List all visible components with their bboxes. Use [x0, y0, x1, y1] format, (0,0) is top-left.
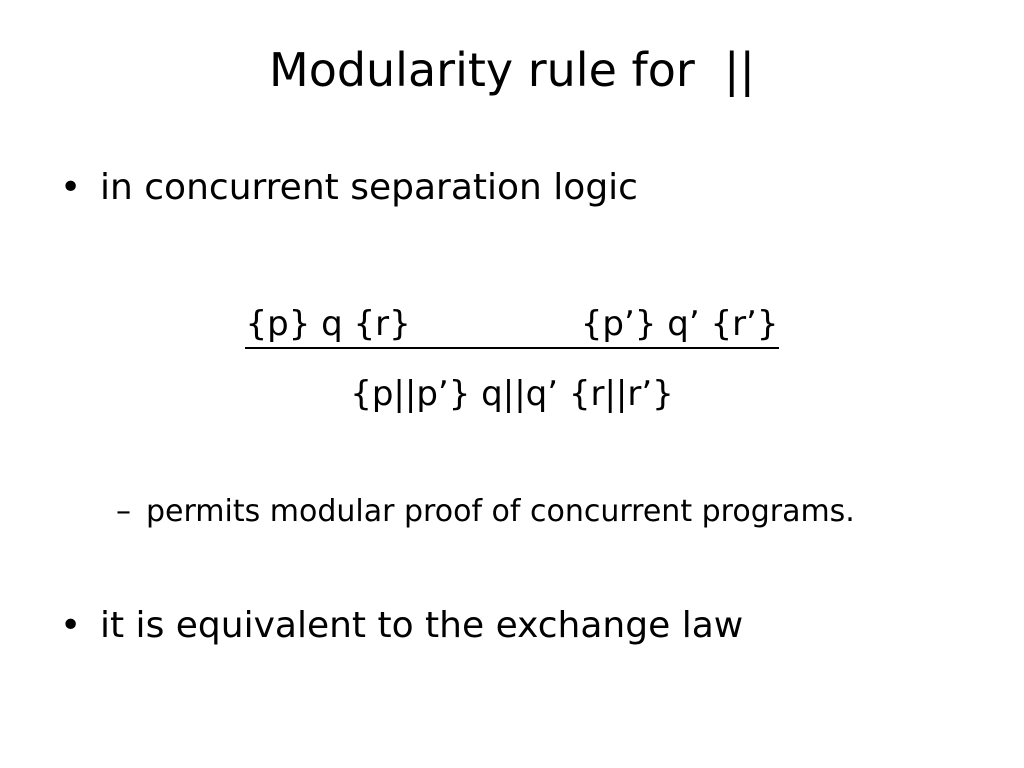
bullet-item: • in concurrent separation logic — [60, 165, 638, 211]
sub-bullet-marker: – — [116, 494, 131, 529]
bullet-marker: • — [60, 167, 82, 208]
slide-title: Modularity rule for || — [269, 43, 755, 97]
bullet-item: • it is equivalent to the exchange law — [60, 603, 743, 649]
rule-premises: {p} q {r} {p’} q’ {r’} — [0, 301, 1024, 349]
premise-right: {p’} q’ {r’} — [580, 304, 779, 344]
sub-bullet-text: permits modular proof of concurrent prog… — [146, 494, 855, 529]
rule-conclusion: {p||p’} q||q’ {r||r’} — [350, 374, 674, 414]
bullet-marker: • — [60, 605, 82, 646]
bullet-text: in concurrent separation logic — [100, 167, 638, 208]
premise-line: {p} q {r} {p’} q’ {r’} — [245, 301, 779, 349]
bullet-text: it is equivalent to the exchange law — [100, 605, 744, 646]
premise-left: {p} q {r} — [245, 304, 411, 344]
sub-bullet-item: –permits modular proof of concurrent pro… — [116, 492, 855, 532]
